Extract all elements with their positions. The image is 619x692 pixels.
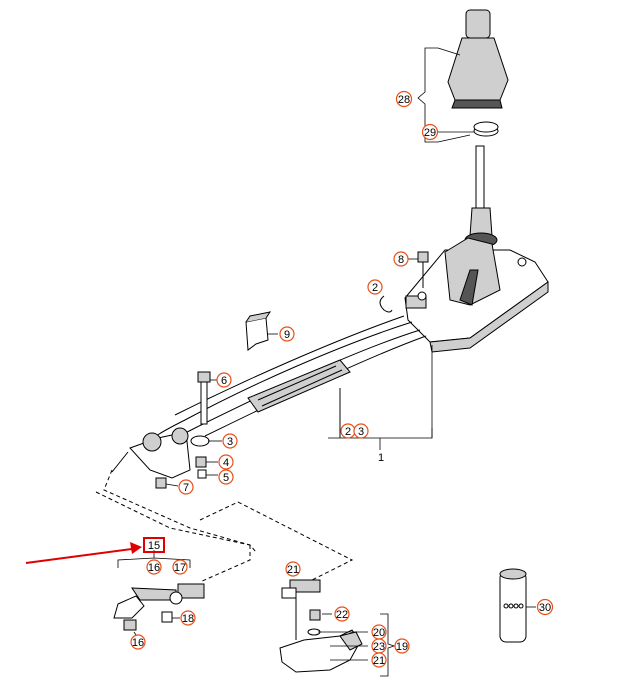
shift-lever: [464, 145, 498, 248]
svg-text:30: 30: [539, 602, 551, 614]
svg-text:29: 29: [424, 127, 436, 139]
callout-2: 2: [367, 279, 383, 295]
lever-subassembly-19: [279, 579, 363, 673]
svg-text:19: 19: [396, 641, 408, 653]
svg-text:22: 22: [336, 609, 348, 621]
callout-22: 22: [334, 606, 350, 622]
callout-17: 17: [172, 559, 188, 575]
svg-text:16: 16: [132, 637, 144, 649]
callout-2-pair: 2: [340, 423, 356, 439]
svg-text:9: 9: [284, 329, 290, 341]
gearbox-lever-assembly: [111, 427, 210, 489]
callout-1: 1: [378, 452, 384, 464]
pointer-arrow: [25, 542, 142, 564]
sleeve-part: [499, 568, 527, 643]
svg-text:16: 16: [148, 562, 160, 574]
svg-text:17: 17: [174, 562, 186, 574]
dashed-guides: [95, 469, 354, 589]
shift-housing: [404, 237, 549, 353]
ring-part: [473, 121, 499, 137]
callout-28: 28: [395, 90, 413, 108]
svg-text:4: 4: [223, 457, 229, 469]
svg-text:3: 3: [358, 426, 364, 438]
svg-text:1: 1: [378, 452, 384, 464]
callout-19: 19: [394, 638, 410, 654]
callout-20: 20: [371, 624, 387, 640]
clip-part: [379, 295, 393, 313]
callout-21-top: 21: [285, 561, 301, 577]
callout-7: 7: [178, 479, 194, 495]
svg-text:21: 21: [373, 655, 385, 667]
callout-23: 23: [371, 638, 387, 654]
highlight-box: [143, 537, 165, 553]
svg-text:15: 15: [148, 540, 160, 552]
svg-text:2: 2: [345, 426, 351, 438]
gear-knob-boot: [447, 9, 509, 109]
svg-text:7: 7: [183, 482, 189, 494]
callout-3: 3: [222, 433, 238, 449]
callout-18: 18: [180, 610, 196, 626]
callout-5: 5: [218, 469, 234, 485]
callout-6: 6: [216, 372, 232, 388]
svg-text:20: 20: [373, 627, 385, 639]
svg-text:21: 21: [287, 564, 299, 576]
nut-part: [417, 251, 429, 288]
callout-9: 9: [279, 326, 295, 342]
lever-subassembly-15: [113, 583, 205, 631]
callout-4: 4: [218, 454, 234, 470]
bolt-part: [197, 371, 211, 425]
callout-30: 30: [536, 598, 554, 616]
callout-8: 8: [393, 251, 409, 267]
callout-16-bottom: 16: [130, 634, 146, 650]
svg-text:5: 5: [223, 472, 229, 484]
svg-text:18: 18: [182, 613, 194, 625]
svg-text:2: 2: [372, 282, 378, 294]
callout-15: 15: [148, 540, 160, 552]
svg-text:28: 28: [398, 94, 410, 106]
svg-text:23: 23: [373, 641, 385, 653]
callout-16-top: 16: [146, 559, 162, 575]
callout-3-pair: 3: [353, 423, 369, 439]
svg-text:6: 6: [221, 375, 227, 387]
svg-text:3: 3: [227, 436, 233, 448]
callout-21-bottom: 21: [371, 652, 387, 668]
svg-text:8: 8: [398, 254, 404, 266]
callout-29: 29: [421, 123, 439, 141]
cable-bracket-part: [245, 311, 272, 351]
